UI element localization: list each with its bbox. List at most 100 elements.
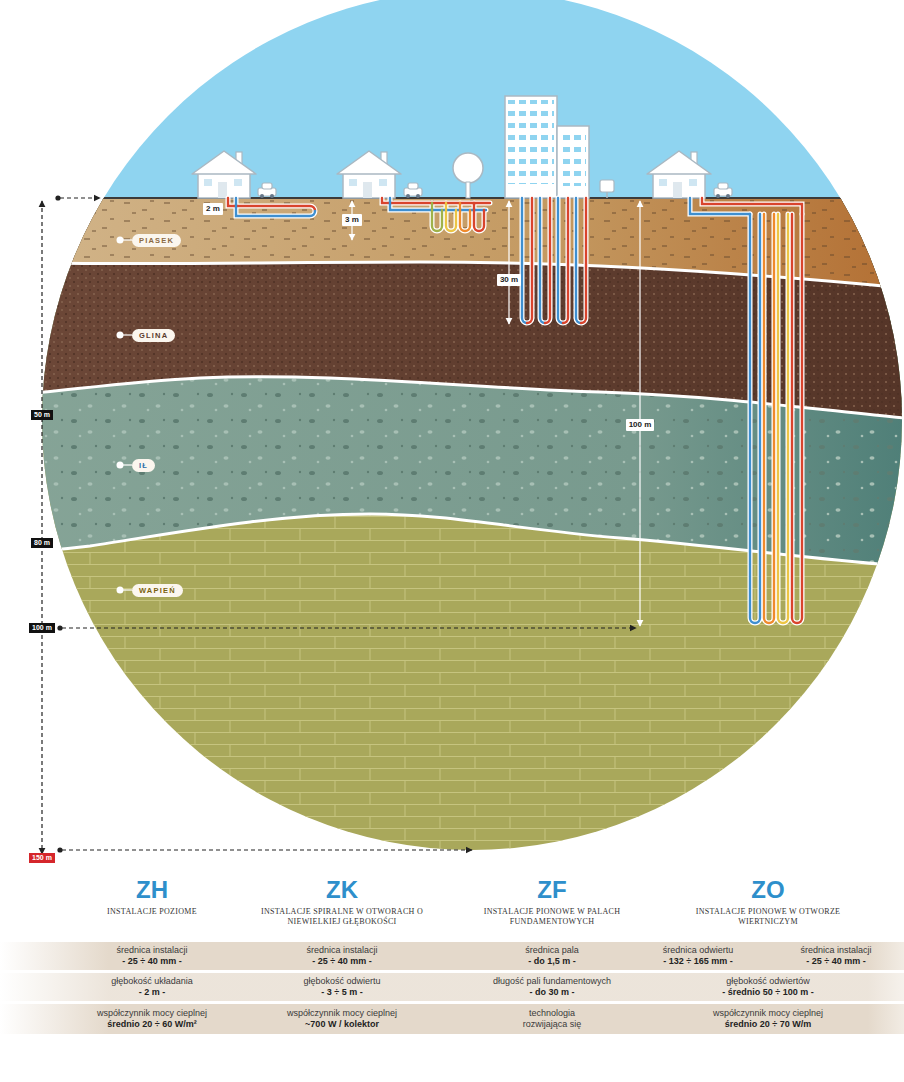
- cell-text: - do 30 m -: [529, 987, 574, 998]
- cell-text: - do 1,5 m -: [528, 956, 576, 967]
- column-title: INSTALACJE SPIRALNE W OTWORACH O NIEWIEL…: [255, 907, 430, 927]
- dimension-lines: [42, 195, 640, 854]
- pipes: [558, 198, 563, 323]
- pipes: [563, 198, 568, 323]
- cell-text: średnica instalacji: [800, 945, 871, 956]
- pipe-casing: [750, 214, 802, 623]
- column-title: INSTALACJE PIONOWE W OTWORZE WIERTNICZYM: [688, 907, 848, 927]
- ground-layers: [0, 514, 904, 566]
- cell-text: średnica pala: [525, 945, 579, 956]
- column-title: INSTALACJE POZIOME: [67, 907, 237, 917]
- dimension-lines: [508, 201, 509, 324]
- column-code: ZO: [698, 878, 838, 902]
- layer-markers: [117, 237, 133, 594]
- pipes: [581, 198, 586, 323]
- cell-text: ~700 W / kolektor: [305, 1019, 379, 1030]
- buildings: [404, 183, 422, 198]
- pipes: [540, 198, 545, 323]
- dimension-tag: 2 m: [203, 203, 223, 214]
- pipes: [236, 198, 315, 216]
- ground-layers: [0, 198, 904, 1082]
- layer-markers: [123, 589, 132, 590]
- dimension-tag: 3 m: [342, 214, 362, 225]
- column-code: ZK: [272, 878, 412, 902]
- cell-text: średnio 20 ÷ 70 W/m: [725, 1019, 811, 1030]
- cell-text: technologia rozwijająca się: [507, 1008, 597, 1029]
- pipes: [474, 203, 484, 231]
- cell-text: - 25 ÷ 40 mm -: [122, 956, 181, 967]
- table-cell: średnica instalacji- 25 ÷ 40 mm -: [257, 942, 427, 970]
- pipes: [576, 198, 581, 323]
- layer-name: PIASEK: [139, 236, 174, 245]
- cell-text: - 3 ÷ 5 m -: [321, 987, 362, 998]
- dimension-text: 3 m: [345, 215, 359, 224]
- pipes: [527, 198, 532, 323]
- buildings: [560, 130, 586, 186]
- layer-label: WAPIEŃ: [132, 584, 183, 597]
- table-bands: [0, 973, 904, 1001]
- pipes: [446, 203, 456, 231]
- depth-tag: 50 m: [31, 410, 53, 420]
- buildings: [337, 151, 401, 198]
- pipe-casing: [228, 198, 315, 216]
- depth-tag: 80 m: [31, 538, 53, 548]
- dimension-lines: [62, 849, 472, 850]
- layer-label: GLINA: [132, 329, 175, 342]
- ground-layers: [0, 0, 904, 200]
- layer-markers: [117, 587, 124, 594]
- ground-layers: [0, 198, 904, 566]
- buildings: [606, 192, 608, 198]
- layer-name: IŁ: [139, 461, 148, 470]
- dimension-lines: [57, 847, 62, 852]
- table-cell: średnica odwiertu- 132 ÷ 165 mm -: [637, 942, 759, 970]
- ground-layers: [0, 197, 904, 199]
- dimension-text: 100 m: [629, 420, 652, 429]
- dimension-lines: [62, 627, 636, 628]
- layer-markers: [123, 239, 132, 240]
- ground-layers: [0, 198, 904, 288]
- dimension-text: 30 m: [500, 275, 518, 284]
- buildings: [505, 96, 557, 198]
- cell-text: średnio 20 ÷ 60 W/m²: [107, 1019, 196, 1030]
- pipes: [228, 198, 315, 211]
- pipe-casing: [432, 203, 484, 231]
- pipes: [390, 198, 486, 210]
- layer-label: IŁ: [132, 459, 155, 472]
- ground-layers: [0, 198, 904, 566]
- depth-text: 150 m: [32, 854, 52, 862]
- cell-text: głębokość układania: [111, 976, 193, 987]
- cell-text: długość pali fundamentowych: [493, 976, 611, 987]
- cell-text: współczynnik mocy cieplnej: [287, 1008, 397, 1019]
- layer-markers: [123, 464, 132, 465]
- table-bands: [0, 1004, 904, 1034]
- pipes: [792, 214, 802, 623]
- cell-text: głębokość odwiertów: [726, 976, 810, 987]
- table-cell: współczynnik mocy cieplnejśrednio 20 ÷ 7…: [673, 1004, 863, 1034]
- dimension-lines: [55, 195, 60, 200]
- cell-text: - 132 ÷ 165 mm -: [663, 956, 732, 967]
- dimension-lines: [60, 197, 100, 198]
- table-bands: [0, 942, 904, 1034]
- depth-text: 50 m: [34, 411, 50, 419]
- ground-layers: [0, 198, 904, 288]
- pipes: [432, 203, 442, 231]
- pipe-casing: [228, 198, 802, 623]
- buildings: [647, 151, 711, 198]
- pipes: [690, 198, 750, 214]
- dimension-tag: 30 m: [497, 274, 521, 285]
- cell-text: współczynnik mocy cieplnej: [97, 1008, 207, 1019]
- layer-name: GLINA: [139, 331, 168, 340]
- table-cell: długość pali fundamentowych- do 30 m -: [467, 973, 637, 1001]
- layer-label: PIASEK: [132, 234, 181, 247]
- table-cell: współczynnik mocy cieplnejśrednio 20 ÷ 6…: [67, 1004, 237, 1034]
- layer-name: WAPIEŃ: [139, 586, 176, 595]
- ground-layers: [0, 198, 904, 418]
- cell-text: średnica odwiertu: [663, 945, 734, 956]
- table-cell: technologia rozwijająca się: [467, 1004, 637, 1034]
- buildings: [600, 180, 614, 192]
- buildings: [258, 183, 276, 198]
- table-cell: głębokość odwiertów- średnio 50 ÷ 100 m …: [673, 973, 863, 1001]
- ground-layers: [0, 377, 904, 418]
- dimension-lines: [57, 625, 62, 630]
